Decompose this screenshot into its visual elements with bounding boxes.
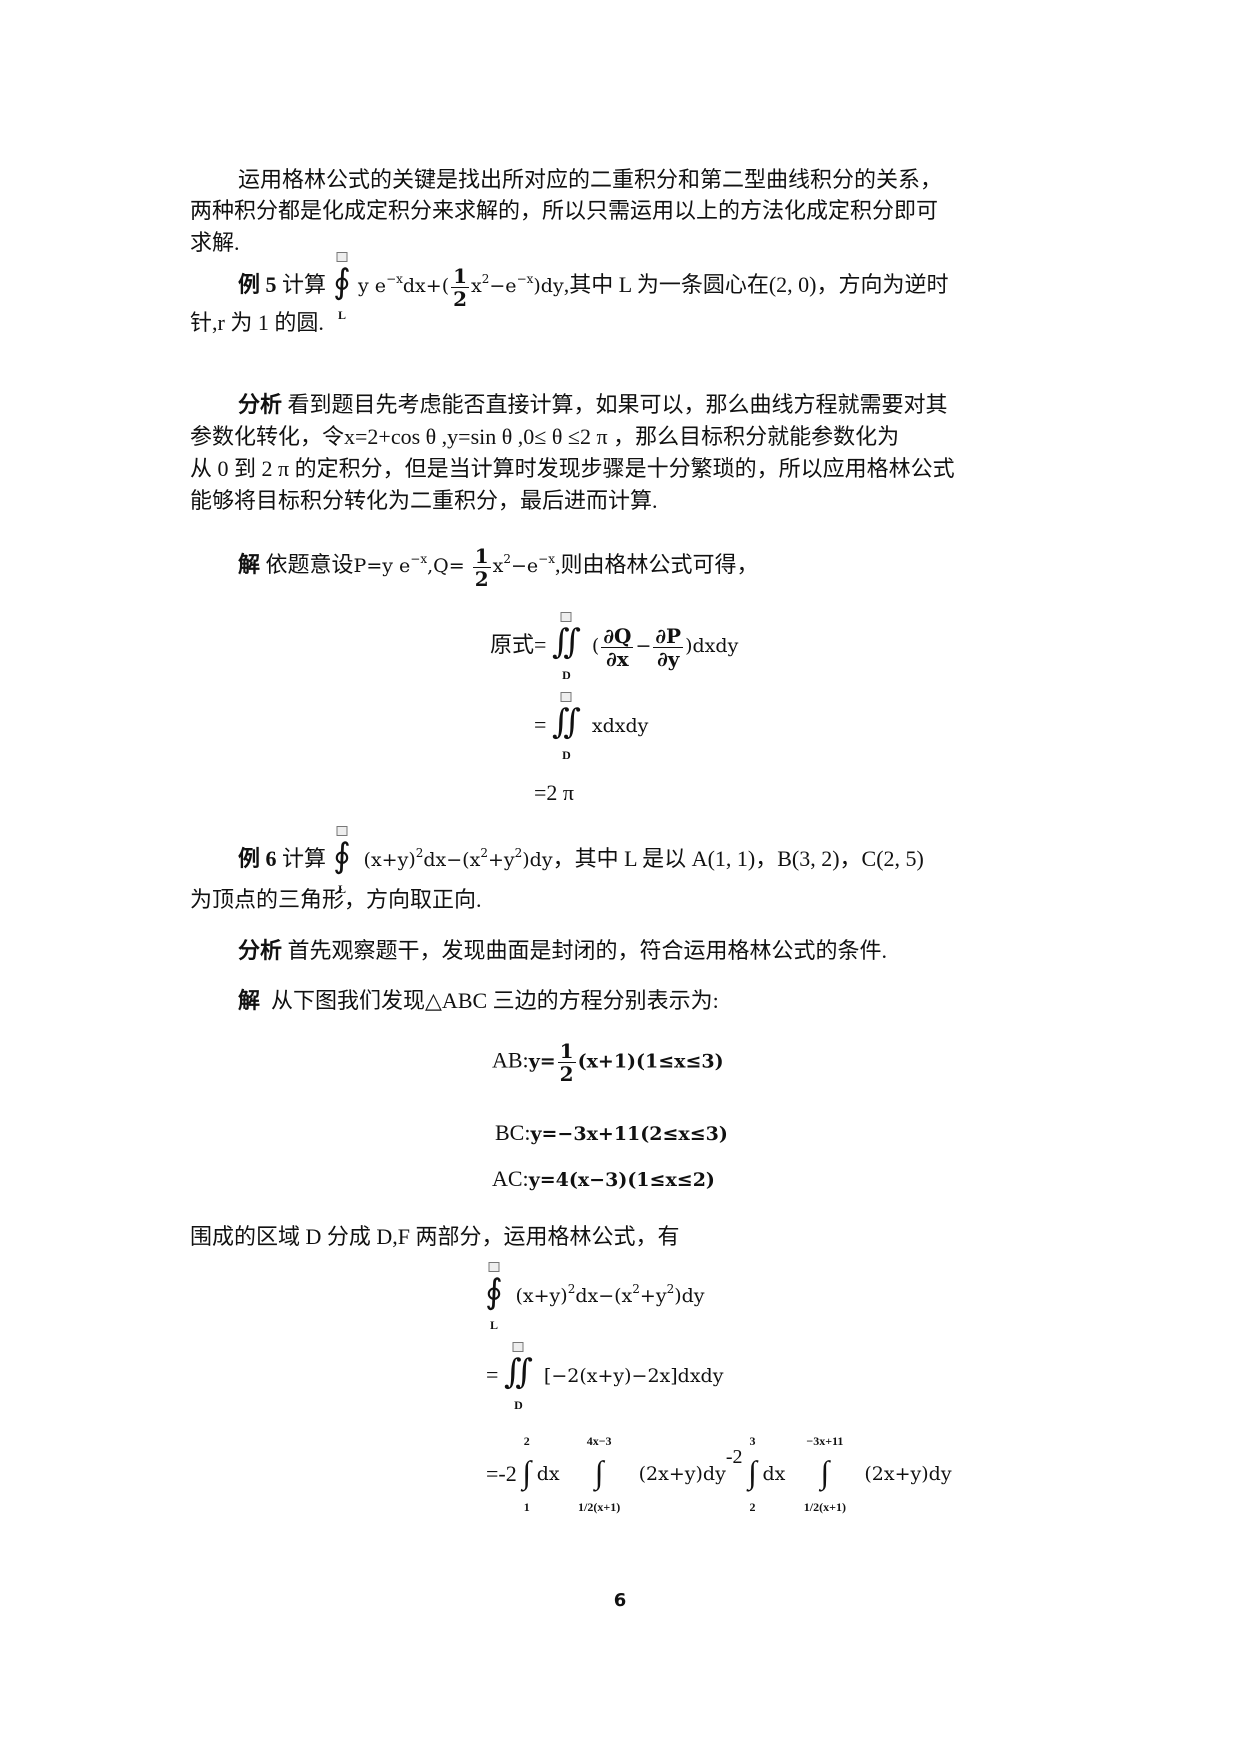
analysis-6-label: 分析 <box>238 938 283 963</box>
analysis-5-line-3: 从 0 到 2 π 的定积分，但是当计算时发现步骤是十分繁琐的，所以应用格林公式 <box>190 456 955 481</box>
double-integral-symbol: ∬D <box>549 692 583 762</box>
example-5-prefix: 计算 <box>282 272 327 297</box>
edge-ac-equation: AC:y=4(x−3)(1≤x≤2) <box>492 1166 715 1191</box>
definite-integral-symbol: 3∫2 <box>748 1434 757 1514</box>
analysis-5-line-4: 能够将目标积分转化为二重积分，最后进而计算. <box>190 488 658 513</box>
region-description: 围成的区域 D 分成 D,F 两部分，运用格林公式，有 <box>190 1224 680 1249</box>
solution-6-eq-2: =∬D [−2(x+y)−2x]dxdy <box>486 1342 723 1412</box>
solution-5-eq-1: 原式=∬D (∂Q∂x−∂P∂y)dxdy <box>490 612 738 682</box>
example-6-label: 例 6 <box>238 846 277 871</box>
intro-line-3: 求解. <box>190 230 240 255</box>
example-6-integrand: (x+y)2dx−(x2+y2)dy <box>363 846 553 871</box>
edge-bc-equation: BC:y=−3x+11(2≤x≤3) <box>495 1120 728 1145</box>
contour-integral-symbol: ∮L <box>481 1262 507 1332</box>
example-5-suffix: ,其中 L 为一条圆心在(2, 0)，方向为逆时 <box>563 272 949 297</box>
intro-line-2: 两种积分都是化成定积分来求解的，所以只需运用以上的方法化成定积分即可 <box>190 198 939 223</box>
analysis-5-label: 分析 <box>238 392 283 417</box>
definite-integral-symbol: −3x+11∫1/2(x+1) <box>803 1434 846 1514</box>
example-6-line-2: 为顶点的三角形，方向取正向. <box>190 887 482 912</box>
placeholder-box-icon <box>560 692 572 702</box>
double-integral-symbol: ∬D <box>549 612 583 682</box>
analysis-5-line-1: 分析 看到题目先考虑能否直接计算，如果可以，那么曲线方程就需要对其 <box>238 392 948 417</box>
contour-integral-symbol: ∮L <box>329 825 355 896</box>
placeholder-box-icon <box>488 1262 500 1272</box>
page-number: 6 <box>613 1590 627 1611</box>
analysis-6: 分析 首先观察题干，发现曲面是封闭的，符合运用格林公式的条件. <box>238 938 888 963</box>
example-6-statement: 例 6 计算∮L (x+y)2dx−(x2+y2)dy，其中 L 是以 A(1,… <box>238 822 1108 896</box>
placeholder-box-icon <box>560 612 572 622</box>
intro-line-1: 运用格林公式的关键是找出所对应的二重积分和第二型曲线积分的关系， <box>238 167 943 192</box>
placeholder-box-icon <box>512 1342 524 1352</box>
solution-5-label: 解 <box>238 552 261 577</box>
solution-6-intro: 解 从下图我们发现△ABC 三边的方程分别表示为: <box>238 988 719 1013</box>
placeholder-box-icon <box>336 825 348 836</box>
analysis-5-line-2: 参数化转化，令x=2+cos θ ,y=sin θ ,0≤ θ ≤2 π ，那么… <box>190 424 900 449</box>
definite-integral-symbol: 4x−3∫1/2(x+1) <box>578 1434 621 1514</box>
definite-integral-symbol: 2∫1 <box>522 1434 532 1514</box>
contour-integral-symbol: ∮L <box>329 251 355 322</box>
solution-6-label: 解 <box>238 988 261 1013</box>
double-integral-symbol: ∬D <box>501 1342 535 1412</box>
solution-6-eq-1: ∮L (x+y)2dx−(x2+y2)dy <box>478 1262 705 1332</box>
placeholder-box-icon <box>336 251 348 262</box>
solution-5-eq-2: =∬D xdxdy <box>534 692 648 762</box>
solution-5-eq-3: =2 π <box>534 780 575 805</box>
example-5-line-2: 针,r 为 1 的圆. <box>190 310 324 335</box>
example-5-label: 例 5 <box>238 272 277 297</box>
